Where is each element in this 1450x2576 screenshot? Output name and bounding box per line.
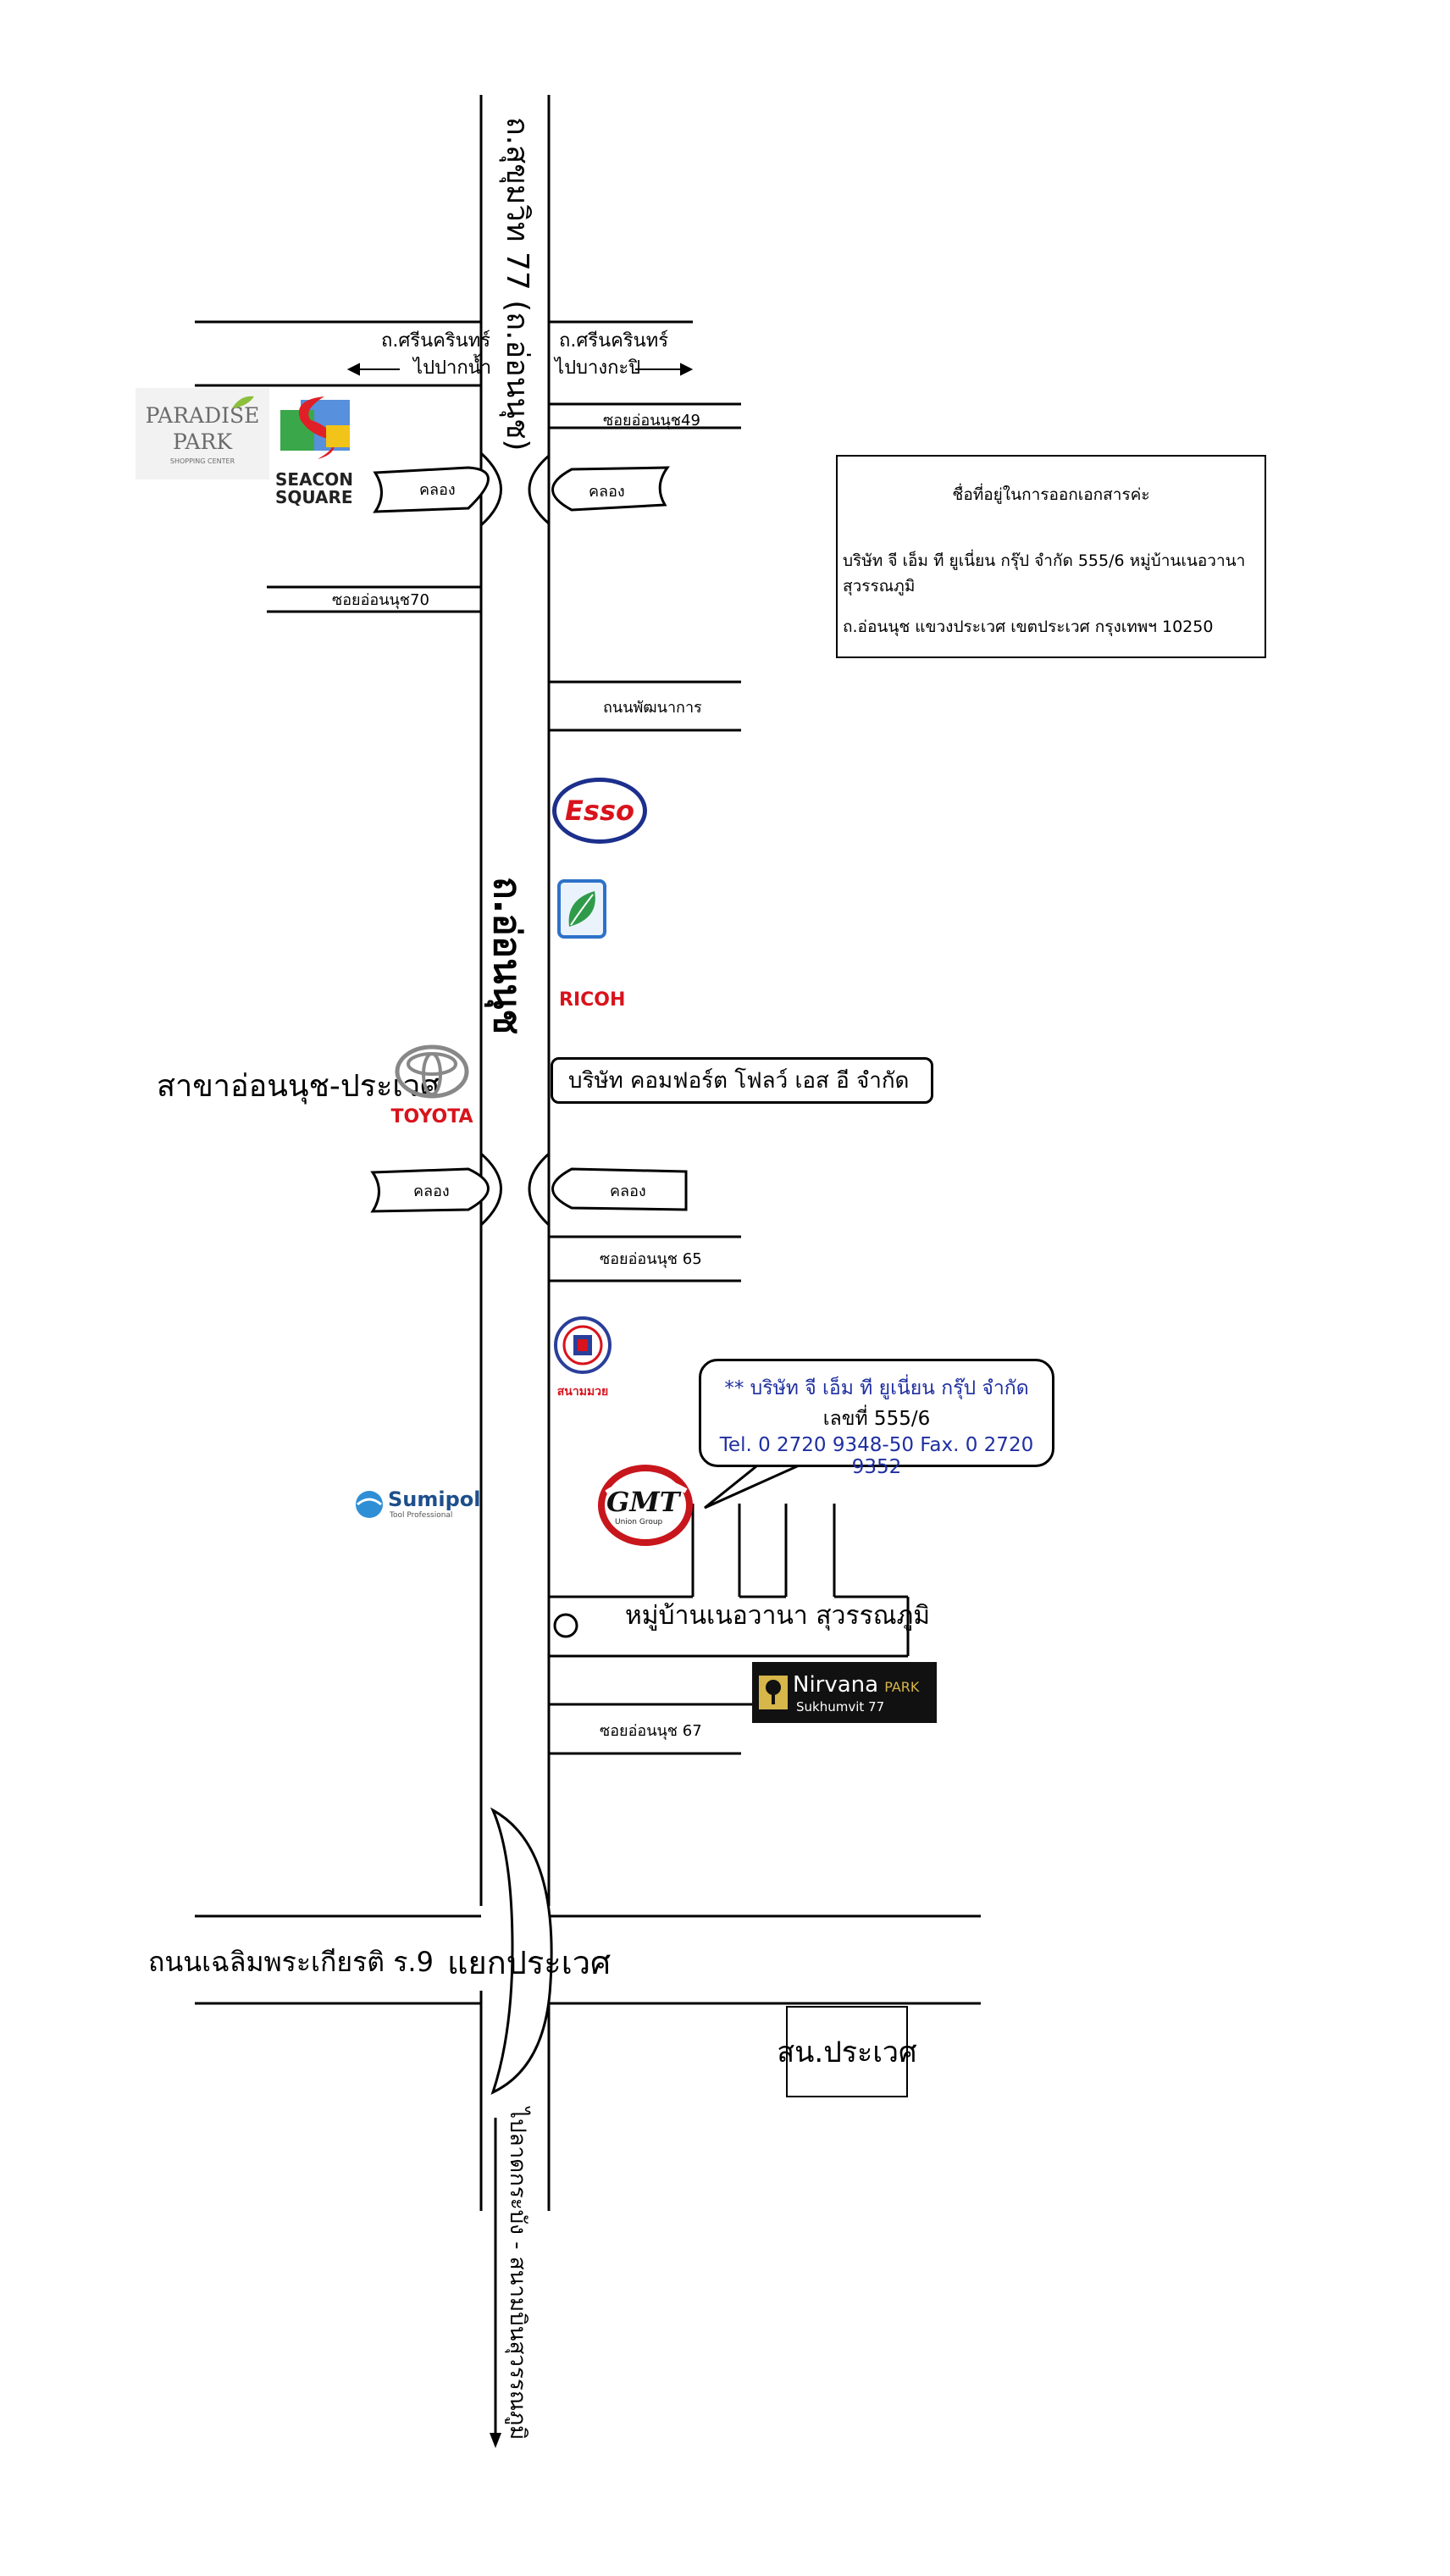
chaloem-road-label: ถนนเฉลิมพระเกียรติ ร.9 bbox=[148, 1946, 434, 1978]
invoice-address-line-2: ถ.อ่อนนุช แขวงประเวศ เขตประเวศ กรุงเทพฯ … bbox=[843, 618, 1214, 636]
main-road-mid-label: ถ.อ่อนนุช bbox=[485, 877, 529, 1035]
prawet-police-station: สน.ประเวศ bbox=[777, 2006, 917, 2097]
bangchak-logo bbox=[557, 879, 606, 939]
nirvana-sub-text: Sukhumvit 77 bbox=[796, 1699, 885, 1715]
paradise-park-line2: PARK bbox=[172, 429, 233, 454]
nirvana-village-label: หมู่บ้านเนอวานา สุวรรณภูมิ bbox=[625, 1601, 931, 1631]
gmt-sub-text: Union Group bbox=[615, 1518, 663, 1526]
sumipol-sub-text: Tool Professional bbox=[390, 1511, 453, 1520]
srinakarin-left-direction: ไปปากน้ำ bbox=[413, 357, 492, 379]
seacon-line2: SQUARE bbox=[275, 487, 353, 507]
srinakarin-right-direction: ไปบางกะปิ bbox=[555, 357, 641, 379]
comfort-flow-box: บริษัท คอมฟอร์ต โฟลว์ เอส อี จำกัด bbox=[551, 1057, 933, 1104]
canal-label-lower-left: คลอง bbox=[413, 1183, 450, 1200]
gmt-address-number: เลขที่ 555/6 bbox=[822, 1408, 931, 1430]
gmt-text: GMT bbox=[606, 1486, 680, 1518]
canal-label-lower-right: คลอง bbox=[610, 1183, 646, 1200]
soi-49-label: ซอยอ่อนนุช49 bbox=[603, 412, 700, 429]
nirvana-park-logo: Nirvana PARK Sukhumvit 77 bbox=[752, 1662, 937, 1723]
gmt-swoosh-icon bbox=[598, 1465, 693, 1546]
toyota-text: TOYOTA bbox=[390, 1106, 473, 1127]
sumipol-logo: Sumipol Tool Professional bbox=[354, 1484, 481, 1526]
soi-67-label: ซอยอ่อนนุช 67 bbox=[600, 1722, 702, 1740]
gmt-phone-fax: Tel. 0 2720 9348-50 Fax. 0 2720 9352 bbox=[719, 1434, 1034, 1478]
sumipol-text: Sumipol bbox=[388, 1487, 481, 1511]
seacon-line1: SEACON bbox=[275, 469, 353, 490]
ricoh-logo: RICOH bbox=[559, 989, 626, 1011]
intersection-label: แยกประเวศ bbox=[447, 1944, 612, 1981]
paradise-park-sub: SHOPPING CENTER bbox=[169, 457, 235, 465]
seacon-s-icon bbox=[280, 396, 350, 459]
nirvana-tree-icon bbox=[759, 1676, 788, 1709]
toyota-branch-label: สาขาอ่อนนุช-ประเวศ bbox=[157, 1069, 440, 1104]
seacon-square-logo: SEACON SQUARE bbox=[275, 391, 353, 514]
srinakarin-left-name: ถ.ศรีนครินทร์ bbox=[381, 330, 491, 352]
invoice-address-box: ชื่อที่อยู่ในการออกเอกสารค่ะ บริษัท จี เ… bbox=[836, 455, 1266, 658]
toyota-logo: TOYOTA bbox=[385, 1044, 479, 1137]
esso-text: Esso bbox=[565, 795, 634, 827]
sanam-muai-emblem-icon bbox=[554, 1316, 612, 1374]
nirvana-park-text: PARK bbox=[884, 1679, 920, 1695]
esso-logo: Esso bbox=[552, 778, 647, 844]
sanam-muai-text: สนามมวย bbox=[556, 1385, 609, 1399]
nirvana-text: Nirvana bbox=[793, 1672, 879, 1698]
toyota-emblem-icon bbox=[395, 1044, 469, 1099]
bottom-direction-label: ไปลาดกระบัง - สนามบินสุวรรณภูมิ bbox=[505, 2108, 530, 2440]
gmt-logo: GMT Union Group bbox=[595, 1459, 696, 1548]
canal-label-upper-left: คลอง bbox=[419, 481, 456, 499]
soi-65-label: ซอยอ่อนนุช 65 bbox=[600, 1250, 702, 1268]
paradise-park-line1: PARADISE bbox=[145, 403, 260, 428]
sanam-muai-logo: สนามมวย bbox=[552, 1311, 613, 1404]
invoice-address-heading: ชื่อที่อยู่ในการออกเอกสารค่ะ bbox=[952, 485, 1150, 504]
bangchak-leaf-icon bbox=[568, 891, 595, 927]
gmt-company-name: ** บริษัท จี เอ็ม ที ยูเนี่ยน กรุ๊ป จำกั… bbox=[724, 1377, 1029, 1399]
invoice-address-line-1: บริษัท จี เอ็ม ที ยูเนี่ยน กรุ๊ป จำกัด 5… bbox=[843, 551, 1246, 596]
sumipol-drop-icon bbox=[356, 1491, 383, 1518]
phatthanakan-label: ถนนพัฒนาการ bbox=[603, 699, 702, 717]
comfort-flow-label: บริษัท คอมฟอร์ต โฟลว์ เอส อี จำกัด bbox=[568, 1068, 910, 1094]
srinakarin-right-name: ถ.ศรีนครินทร์ bbox=[559, 330, 669, 352]
police-station-label: สน.ประเวศ bbox=[777, 2036, 917, 2069]
gmt-info-bubble: ** บริษัท จี เอ็ม ที ยูเนี่ยน กรุ๊ป จำกั… bbox=[699, 1359, 1054, 1478]
soi-70-label: ซอยอ่อนนุช70 bbox=[332, 591, 429, 609]
main-road-top-label: ถ.สุขุมวิท 77 (ถ.อ่อนนุช) bbox=[500, 117, 534, 451]
paradise-park-logo: PARADISE PARK SHOPPING CENTER bbox=[136, 388, 269, 479]
leaf-icon bbox=[232, 396, 254, 408]
canal-label-upper-right: คลอง bbox=[589, 483, 625, 501]
